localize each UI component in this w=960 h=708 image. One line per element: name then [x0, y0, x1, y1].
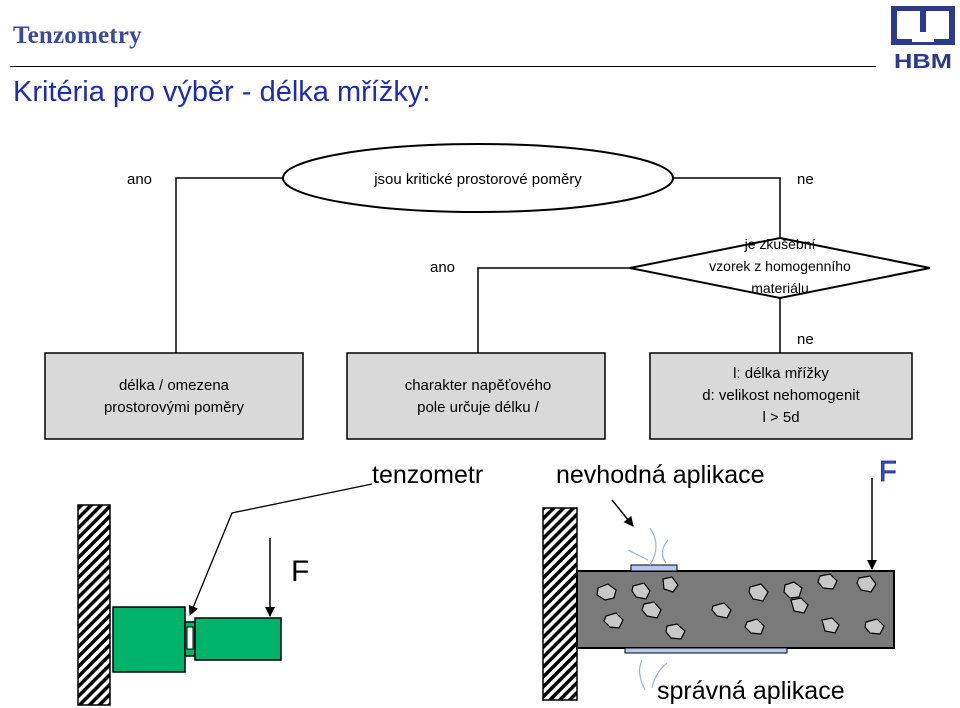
- aggregate-stone: [603, 612, 624, 629]
- aggregate-stone: [790, 597, 809, 614]
- right-force-label: F: [879, 456, 897, 488]
- outcome-box-2-line-1: charakter napěťového: [405, 377, 552, 394]
- header-divider: [10, 66, 876, 67]
- slide-heading: Kritéria pro výběr - délka mřížky:: [13, 76, 431, 108]
- outcome-box-2-line-2: pole určuje délku /: [417, 399, 540, 416]
- good-application-label: správná aplikace: [657, 677, 845, 705]
- svg-text:HBM: HBM: [894, 51, 952, 72]
- gauge-label: tenzometr: [372, 461, 483, 489]
- hbm-logo: HBM: [891, 6, 955, 72]
- left-beam-block-1: [112, 606, 186, 673]
- question2-line-1: je zkušební: [744, 236, 816, 252]
- gauge-pointer-arrow: [188, 483, 373, 616]
- flowchart-connectors: [175, 177, 781, 353]
- question2-yes-label: ano: [430, 259, 455, 276]
- outcome-box-3-line-1: l: délka mřížky: [733, 365, 829, 382]
- left-force-label: F: [291, 555, 309, 588]
- question2-line-2: vzorek z homogenního: [709, 258, 851, 274]
- outcome-box-1-line-2: prostorovými poměry: [104, 399, 245, 416]
- question1-no-label: ne: [797, 171, 814, 188]
- question1-text: jsou kritické prostorové poměry: [373, 171, 582, 188]
- aggregate-stones: [596, 573, 885, 640]
- short-gauge-top: [630, 564, 678, 572]
- aggregate-stone: [856, 575, 877, 593]
- aggregate-stone: [821, 617, 840, 634]
- aggregate-stone: [817, 573, 838, 590]
- aggregate-stone: [641, 601, 662, 619]
- left-wall-hatch: [77, 504, 111, 706]
- slide-title: Tenzometry: [13, 22, 142, 49]
- gauge-lead-wires-bottom: [639, 659, 668, 691]
- aggregate-stone: [662, 576, 679, 593]
- aggregate-stone: [711, 602, 732, 619]
- left-beam-block-2: [194, 617, 282, 661]
- question2-line-3: materiálu: [751, 280, 809, 296]
- aggregate-stone: [864, 618, 885, 635]
- outcome-box-1-line-1: délka / omezena: [119, 377, 230, 394]
- outcome-box-3-line-3: l > 5d: [762, 409, 799, 426]
- question2-no-label: ne: [797, 331, 814, 348]
- question1-yes-label: ano: [127, 171, 152, 188]
- bad-application-arrow: [611, 499, 634, 527]
- outcome-box-2: [346, 352, 606, 440]
- outcome-box-3-line-2: d: velikost nehomogenit: [702, 387, 860, 404]
- aggregate-stone: [596, 583, 617, 601]
- bad-application-label: nevhodná aplikace: [556, 461, 765, 489]
- outcome-box-3: [649, 352, 913, 440]
- gauge-lead-wires-top: [627, 527, 669, 566]
- right-wall-hatch: [542, 507, 578, 701]
- aggregate-stone: [744, 618, 765, 635]
- long-gauge-bottom: [624, 647, 788, 654]
- left-gauge: [186, 626, 194, 650]
- aggregate-stone: [748, 583, 769, 602]
- outcome-box-1: [44, 352, 304, 440]
- concrete-beam: [576, 570, 895, 649]
- question1-ellipse: [282, 143, 674, 213]
- aggregate-stone: [631, 582, 651, 600]
- question2-diamond: [629, 236, 931, 300]
- aggregate-stone: [783, 581, 803, 599]
- aggregate-stone: [665, 623, 686, 640]
